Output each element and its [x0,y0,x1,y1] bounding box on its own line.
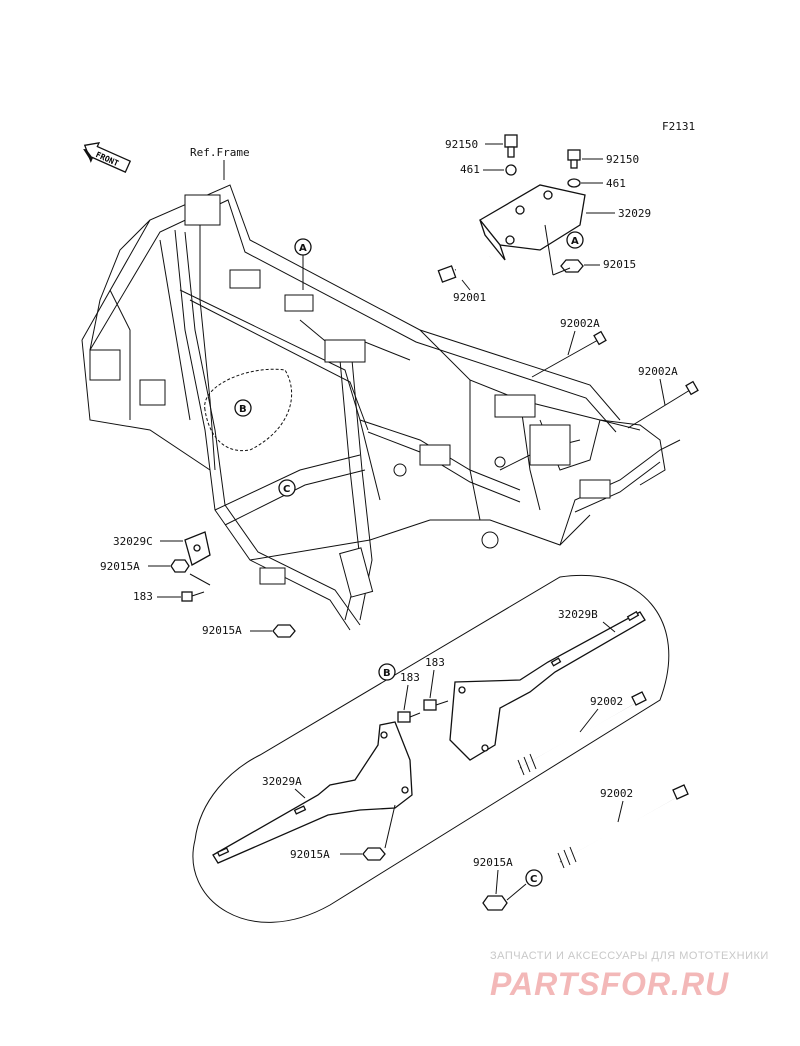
label-461-left: 461 [460,163,480,176]
label-92150-right: 92150 [606,153,639,166]
label-32029B: 32029B [558,608,598,621]
label-92015A-inset: 92015A [290,848,330,861]
bracket-32029C [184,531,211,566]
bracket-32029B [449,610,646,761]
detail-inset-outline [192,575,670,923]
front-arrow-icon: FRONT [83,142,132,173]
callout-c-lower: C [525,869,543,887]
callout-a-bracket: A [566,231,584,249]
svg-text:A: A [571,236,579,247]
nut-92015A-bottom [272,624,296,638]
svg-text:C: C [283,484,290,495]
bolt-92002-lower [557,784,689,869]
nut-92015A-inset [362,847,386,861]
label-32029A: 32029A [262,775,302,788]
callout-b-inset: B [378,663,396,681]
label-92001: 92001 [453,291,486,304]
callout-a-frame: A [294,238,312,290]
bolt-183-left [181,591,205,602]
bracket-32029 [479,184,586,261]
label-183-b: 183 [400,671,420,684]
svg-text:B: B [383,668,391,679]
bolt-92002-inset [517,691,647,776]
nut-92015A-lower [482,895,508,911]
label-183-left: 183 [133,590,153,603]
bolt-183-b [397,711,421,723]
watermark-tagline: ЗАПЧАСТИ И АКСЕССУАРЫ ДЛЯ МОТОТЕХНИКИ [490,950,769,962]
bracket-32029A [212,721,413,864]
callout-b-frame: B [234,399,252,417]
bolt-92150-right [567,149,581,169]
label-92002-lower: 92002 [600,787,633,800]
bolt-183-a [423,699,449,711]
watermark-brand: PARTSFOR.RU [490,966,730,1002]
label-92015: 92015 [603,258,636,271]
label-92002A-right: 92002A [638,365,678,378]
label-92150-left: 92150 [445,138,478,151]
svg-text:A: A [299,243,307,254]
label-92002-inset: 92002 [590,695,623,708]
bolt-92150-left [504,134,518,158]
bolt-92002A-right [627,380,699,429]
nut-92015A-left [170,559,190,573]
bolt-92001 [437,255,491,283]
svg-text:B: B [239,404,247,415]
ref-frame-label: Ref.Frame [190,146,250,159]
label-92015A-left: 92015A [100,560,140,573]
figure-code: F2131 [662,120,695,133]
svg-text:C: C [530,874,537,885]
label-461-right: 461 [606,177,626,190]
washer-461-right [567,178,581,188]
label-92015A-bottom: 92015A [202,624,242,637]
label-183-a: 183 [425,656,445,669]
label-92002A-top: 92002A [560,317,600,330]
washer-461-left [505,164,517,176]
bolt-92002A-top [531,330,607,378]
callout-c-frame: C [278,479,296,497]
label-32029C: 32029C [113,535,153,548]
label-32029: 32029 [618,207,651,220]
atv-frame [81,184,681,631]
label-92015A-lower: 92015A [473,856,513,869]
